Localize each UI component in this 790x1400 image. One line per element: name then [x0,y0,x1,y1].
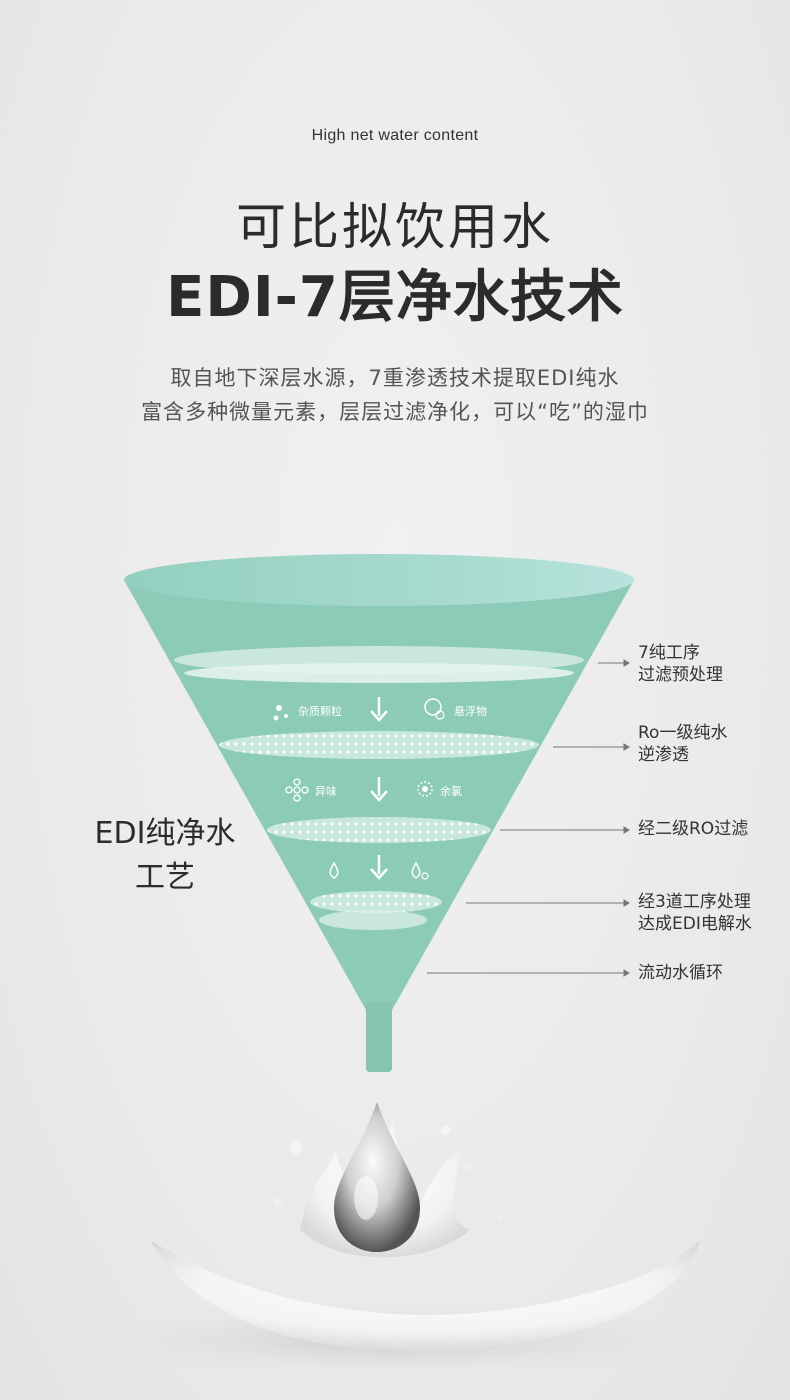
funnel-spout [366,1002,392,1072]
suspended-matter-icon [424,698,445,720]
callout-3-line-1: 经二级RO过滤 [638,819,749,839]
callout-1-line-2: 过滤预处理 [638,665,723,685]
stage-label-suspended: 悬浮物 [454,704,487,718]
impurity-icon [273,705,288,721]
callout-lines [427,659,630,977]
stage-label-chlorine: 余氯 [440,784,462,798]
callout-5: 流动水循环 [638,962,723,984]
stage-label-odor: 异味 [315,785,337,798]
subtitle-english: High net water content [311,127,479,144]
callout-2-line-2: 逆渗透 [638,745,689,765]
arrow-down-icon [370,697,388,722]
water-drops-icon [411,861,429,880]
callout-2-line-1: Ro一级纯水 [638,723,728,743]
odor-icon [285,778,309,802]
milk-splash-illustration [65,1102,725,1380]
milk-wave [150,1240,700,1352]
callout-4: 经3道工序处理 达成EDI电解水 [638,891,752,935]
water-droplet [334,1102,420,1252]
process-label-line-2: 工艺 [135,860,195,895]
callout-1-line-1: 7纯工序 [638,643,700,663]
chlorine-icon [417,781,433,797]
stage-label-impurity: 杂质颗粒 [298,704,342,718]
callout-4-line-2: 达成EDI电解水 [638,914,752,934]
callout-1: 7纯工序 过滤预处理 [638,642,723,686]
title-line-1: 可比拟饮用水 [236,198,554,256]
process-label-line-1: EDI纯净水 [94,816,236,851]
water-drop-icon [329,861,339,879]
callout-3: 经二级RO过滤 [638,818,748,840]
process-label: EDI纯净水 工艺 [60,812,270,900]
callout-5-line-1: 流动水循环 [638,963,723,983]
description-line-2: 富含多种微量元素，层层过滤净化，可以“吃”的湿巾 [141,400,649,424]
description-line-1: 取自地下深层水源，7重渗透技术提取EDI纯水 [170,366,620,390]
arrow-down-icon [370,777,388,802]
arrow-down-icon [370,855,388,880]
funnel-rim [124,554,634,606]
callout-2: Ro一级纯水 逆渗透 [638,722,727,766]
funnel-diagram: 杂质颗粒 悬浮物 异味 余氯 [124,554,634,1072]
title-line-2: EDI-7层净水技术 [166,265,624,330]
callout-4-line-1: 经3道工序处理 [638,892,751,912]
